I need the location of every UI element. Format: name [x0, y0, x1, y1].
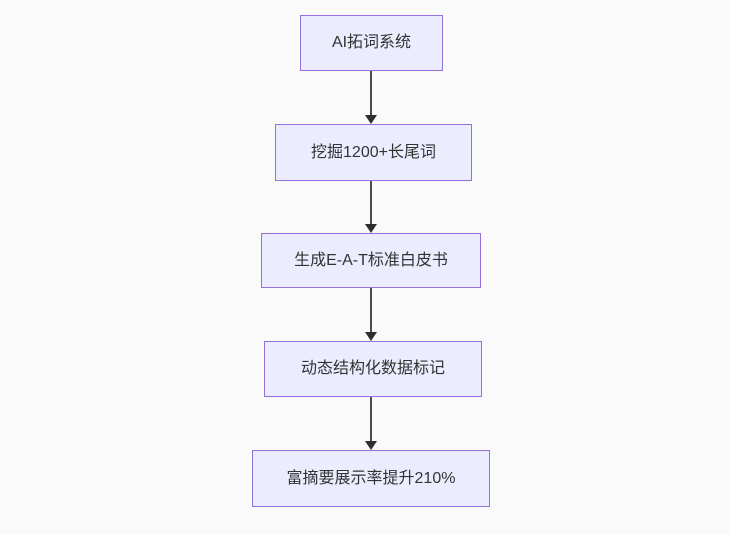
flowchart-node-label: 挖掘1200+长尾词 — [311, 143, 436, 161]
edge-line — [370, 181, 372, 224]
arrowhead-down-icon — [365, 115, 377, 124]
flowchart-node-label: 生成E-A-T标准白皮书 — [294, 251, 448, 269]
flowchart-node-label: 动态结构化数据标记 — [300, 360, 445, 378]
flowchart-node-structured-data-markup: 动态结构化数据标记 — [264, 341, 482, 397]
edge-line — [370, 397, 372, 441]
arrowhead-down-icon — [365, 332, 377, 341]
arrowhead-down-icon — [365, 224, 377, 233]
flowchart-node-rich-snippet-result: 富摘要展示率提升210% — [252, 450, 490, 507]
edge-arrow-2 — [365, 181, 377, 233]
flowchart-node-eat-whitepaper: 生成E-A-T标准白皮书 — [261, 233, 481, 288]
edge-arrow-1 — [365, 71, 377, 124]
edge-arrow-3 — [365, 288, 377, 341]
flowchart-node-label: 富摘要展示率提升210% — [286, 469, 456, 487]
flowchart-node-longtail-mining: 挖掘1200+长尾词 — [275, 124, 472, 181]
edge-line — [370, 71, 372, 115]
flowchart-node-ai-word-expansion: AI拓词系统 — [300, 15, 443, 71]
arrowhead-down-icon — [365, 441, 377, 450]
flowchart-node-label: AI拓词系统 — [331, 34, 412, 52]
edge-line — [370, 288, 372, 332]
edge-arrow-4 — [365, 397, 377, 450]
